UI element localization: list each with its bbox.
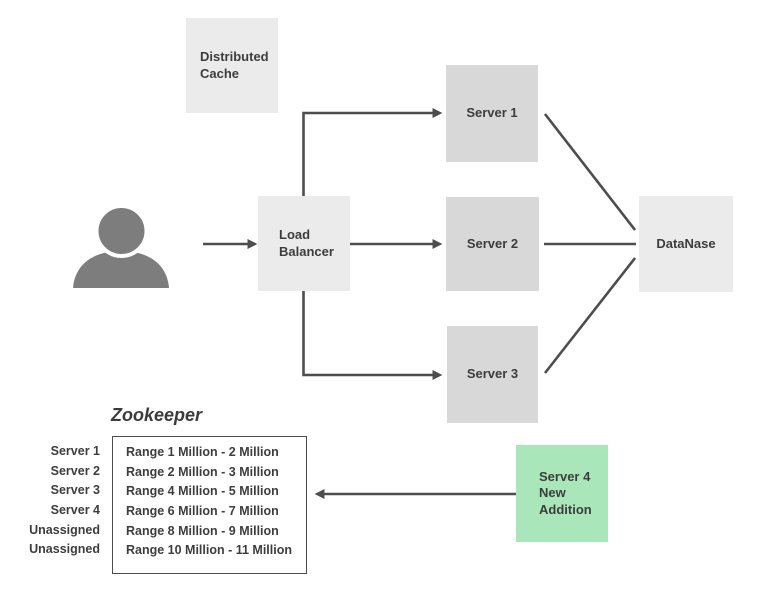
node-server-2-label: Server 2 — [466, 235, 519, 251]
zookeeper-title: Zookeeper — [111, 405, 203, 425]
node-server-2: Server 2 — [446, 197, 539, 291]
node-server-3-label: Server 3 — [466, 366, 519, 382]
node-load-balancer: Load Balancer — [258, 196, 350, 291]
node-server-3: Server 3 — [447, 326, 538, 423]
zookeeper-label: Server 4 — [50, 503, 100, 518]
node-server-4-label: Server 4 New Addition — [539, 469, 592, 517]
zookeeper-range-row: Range 8 Million - 9 Million — [126, 523, 279, 538]
zookeeper-server-labels: Server 1 Server 2 Server 3 Server 4 Unas… — [8, 442, 100, 560]
node-server-4-new-addition: Server 4 New Addition — [516, 445, 608, 542]
zookeeper-range-row: Range 10 Million - 11 Million — [126, 543, 292, 558]
zookeeper-label: Server 2 — [50, 463, 100, 478]
person-icon — [73, 205, 169, 288]
node-server-1-label: Server 1 — [466, 105, 518, 121]
edge-server3-to-datanase — [543, 257, 637, 374]
zookeeper-range-table: Range 1 Million - 2 Million Range 2 Mill… — [112, 436, 307, 574]
zookeeper-label: Unassigned — [29, 542, 100, 557]
edge-loadbalancer-to-server1 — [302, 108, 443, 196]
zookeeper-label: Server 3 — [50, 483, 100, 498]
node-distributed-cache: Distributed Cache — [186, 18, 278, 113]
node-datanase-label: DataNase — [656, 235, 716, 251]
edge-loadbalancer-to-server3 — [302, 291, 443, 380]
node-server-1: Server 1 — [446, 65, 538, 162]
zookeeper-range-row: Range 1 Million - 2 Million — [126, 445, 279, 459]
node-load-balancer-label: Load Balancer — [279, 227, 334, 259]
zookeeper-range-row: Range 4 Million - 5 Million — [126, 484, 279, 499]
zookeeper-range-row: Range 6 Million - 7 Million — [126, 504, 279, 519]
node-datanase: DataNase — [639, 196, 733, 292]
zookeeper-label: Server 1 — [50, 444, 100, 458]
zookeeper-label: Unassigned — [29, 522, 100, 537]
zookeeper-range-row: Range 2 Million - 3 Million — [126, 464, 279, 479]
node-distributed-cache-label: Distributed Cache — [200, 49, 269, 81]
edge-server1-to-datanase — [543, 113, 637, 231]
